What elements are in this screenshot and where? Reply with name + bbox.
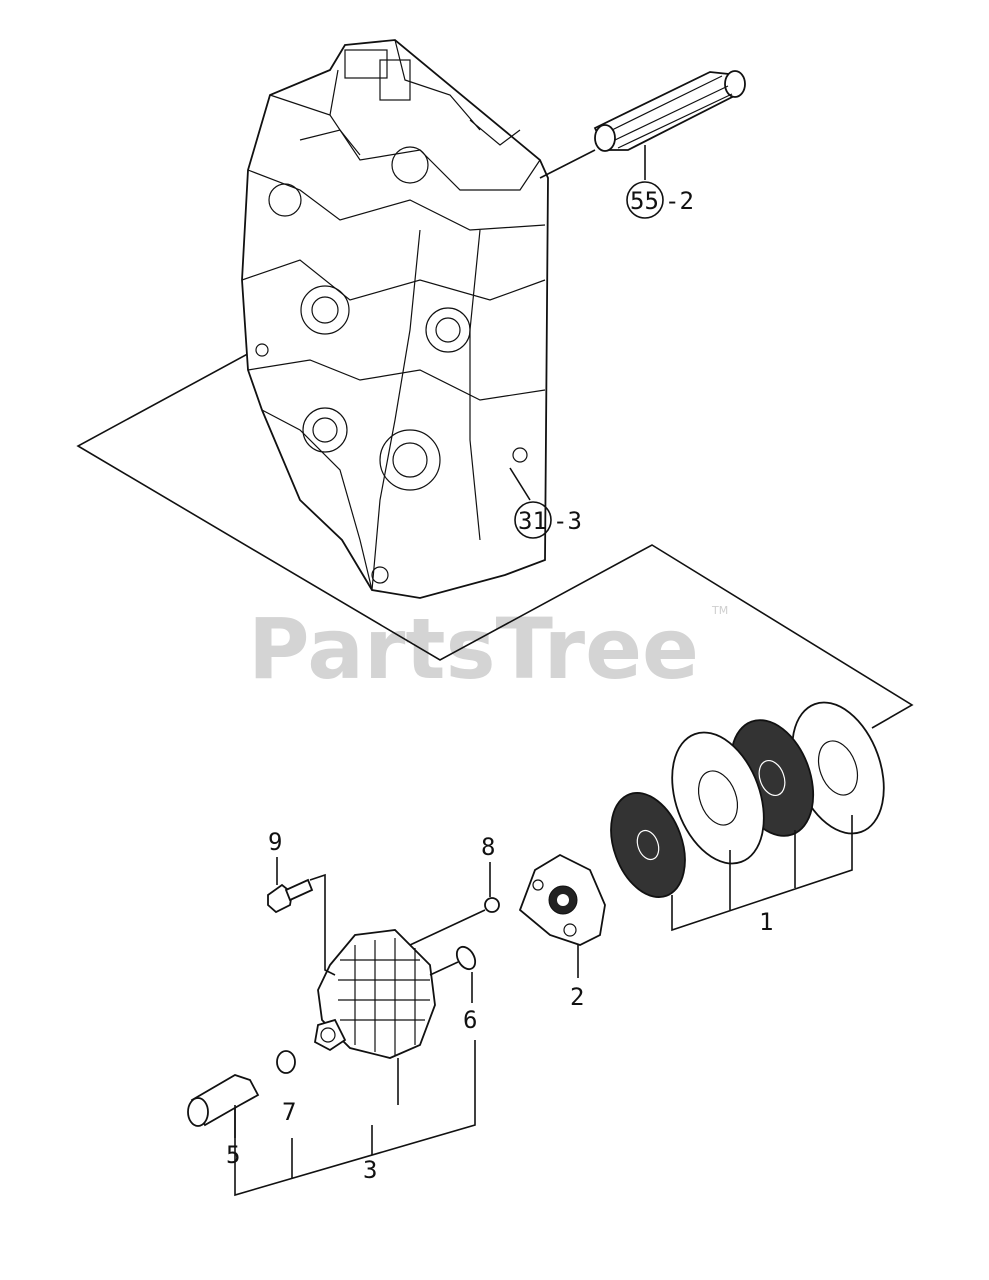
callout-circle-31 (514, 501, 552, 539)
callout-5: 5 (226, 1141, 240, 1169)
brake-actuator (518, 853, 606, 946)
callout-9: 9 (268, 828, 282, 856)
brake-housing-cover (314, 929, 436, 1059)
splined-shaft (593, 70, 746, 152)
steel-ball (484, 897, 500, 913)
o-ring (276, 1050, 296, 1074)
callout-6: 6 (463, 1006, 477, 1034)
callout-2: 2 (570, 983, 584, 1011)
callout-3: 3 (363, 1156, 377, 1184)
callout-55-suffix: -2 (665, 187, 694, 215)
transmission-case (241, 39, 549, 599)
brake-stack-bracket (671, 815, 853, 932)
snap-ring-to-cover-line (429, 961, 459, 976)
watermark-trademark: TM (711, 604, 728, 617)
snap-ring (455, 945, 477, 971)
callout-55: 55 (630, 187, 659, 215)
callout-7: 7 (282, 1098, 296, 1126)
case-callout-leader (509, 467, 531, 501)
brake-lever (187, 1074, 260, 1127)
case-group-bracket (76, 349, 914, 729)
hex-bolt (267, 878, 314, 914)
watermark-text: PartsTree (248, 600, 699, 698)
shaft-leader-line (539, 149, 596, 179)
brake-disc-stack (610, 701, 885, 898)
ball-to-cover-line (409, 909, 486, 946)
callout-8: 8 (481, 833, 495, 861)
cover-bracket (234, 1040, 476, 1197)
callout-31-suffix: -3 (553, 507, 582, 535)
callout-circle-55 (626, 181, 664, 219)
bolt-to-cover-line (309, 873, 336, 976)
callout-1: 1 (759, 908, 773, 936)
callout-31: 31 (518, 507, 547, 535)
